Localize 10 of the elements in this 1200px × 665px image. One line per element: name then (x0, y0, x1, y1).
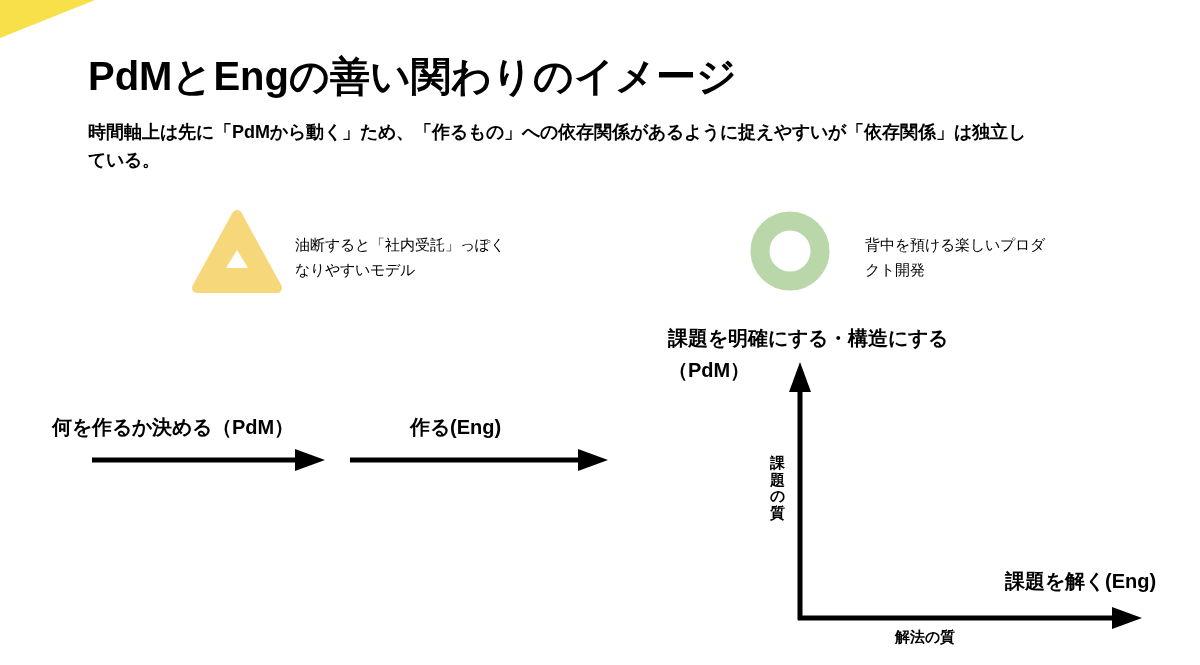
step-label: 何を作るか決める（PdM） (52, 415, 296, 440)
note-text: 油断すると「社内受託」っぽくなりやすいモデル (295, 235, 505, 280)
note-text: 背中を預ける楽しいプロダクト開発 (865, 235, 1045, 280)
subtitle-text: 時間軸上は先に「PdMから動く」ため、「作るもの」への依存関係があるように捉えやすいが「依存関係」は独立している。 (88, 121, 1027, 172)
axis-label: 課題を明確にする・構造にする（PdM） (668, 326, 949, 383)
axis-label: 解法の質 (895, 627, 956, 647)
title: PdMとEngの善い関わりのイメージ (88, 53, 737, 100)
axis-label: 課題を解く(Eng) (1005, 569, 1158, 594)
axis-label: 課題の質 (770, 455, 785, 521)
step-label: 作る(Eng) (410, 415, 503, 440)
